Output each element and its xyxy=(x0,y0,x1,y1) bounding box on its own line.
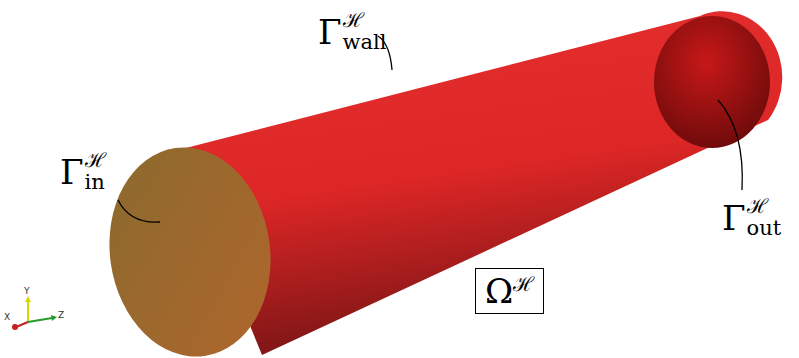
script-stack: ℋin xyxy=(85,150,106,193)
outlet-face xyxy=(654,16,770,148)
superscript: ℋ xyxy=(85,150,106,171)
domain-box: Ωℋ xyxy=(475,268,544,314)
axis-letter: Y xyxy=(24,286,30,296)
cylinder-wall xyxy=(178,11,782,355)
outlet-label-group: Γℋout xyxy=(722,196,781,239)
script-stack: ℋwall xyxy=(343,10,387,53)
leader-line xyxy=(118,200,160,222)
axes-triad xyxy=(12,296,57,330)
domain-symbol: Ω xyxy=(485,271,513,311)
superscript: ℋ xyxy=(343,10,387,31)
subscript: out xyxy=(747,217,782,239)
boundary-symbol: Γ xyxy=(60,152,84,192)
wall-label-group: Γℋwall xyxy=(318,10,387,53)
inlet-face xyxy=(96,137,284,358)
boundary-symbol: Γ xyxy=(318,12,342,52)
superscript: ℋ xyxy=(747,196,782,217)
boundary-symbol: Γ xyxy=(722,198,746,238)
leader-line xyxy=(718,100,742,190)
subscript: wall xyxy=(343,31,387,53)
superscript: ℋ xyxy=(513,272,534,296)
subscript: in xyxy=(85,171,106,193)
inlet-label-group: Γℋin xyxy=(60,150,106,193)
axis-letter: X xyxy=(4,312,10,322)
axis-letter: Z xyxy=(58,310,64,320)
script-stack: ℋout xyxy=(747,196,782,239)
